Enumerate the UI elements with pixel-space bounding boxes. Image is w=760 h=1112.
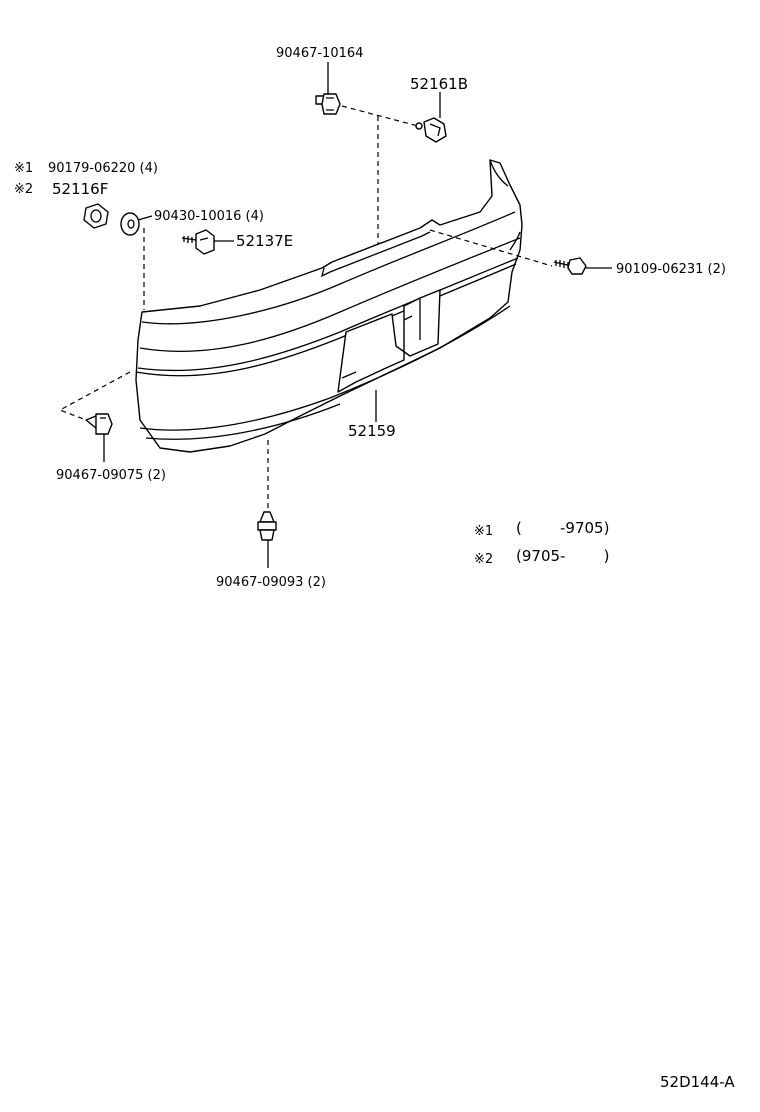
label-bracket-top: 52161B	[410, 75, 468, 93]
note-mark-2-b: ※2	[474, 552, 493, 567]
note-mark-1-a: ※1	[14, 161, 33, 176]
clip-left-icon	[85, 413, 113, 435]
bolt-icon	[553, 257, 587, 275]
label-clip-top: 90467-10164	[276, 46, 363, 61]
bumper-rib-4	[135, 263, 517, 377]
bumper-cover	[135, 159, 523, 453]
label-retainer: 52137E	[236, 232, 293, 250]
bracket-top-icon	[415, 117, 447, 143]
bumper-rib-5	[139, 305, 511, 431]
diagram-code: 52D144-A	[660, 1073, 735, 1091]
leader-lines	[58, 62, 612, 568]
label-bumper-cover: 52159	[348, 422, 396, 440]
note-mark-1-b: ※1	[474, 524, 493, 539]
label-clip-left: 90467-09075 (2)	[56, 468, 166, 483]
retainer-icon	[181, 229, 215, 255]
bumper-top-flange	[321, 231, 431, 278]
bumper-rib-2	[139, 237, 521, 353]
clip-bottom-icon	[257, 511, 277, 541]
bumper-rib-6	[145, 403, 341, 440]
clip-top-icon	[315, 93, 341, 115]
recess-detail	[341, 298, 421, 379]
label-washer: 90430-10016 (4)	[154, 209, 264, 224]
bumper-rib-3	[137, 257, 519, 372]
label-bolt-right: 90109-06231 (2)	[616, 262, 726, 277]
bumper-end-curl	[489, 159, 521, 251]
label-nut-note2: 52116F	[52, 180, 108, 198]
washer-icon	[120, 212, 140, 236]
label-clip-bottom: 90467-09093 (2)	[216, 575, 326, 590]
bumper-rib-1	[141, 211, 516, 325]
note2-range: (9705- )	[516, 547, 609, 565]
label-nut-note1: 90179-06220 (4)	[48, 161, 158, 176]
note-mark-2-a: ※2	[14, 182, 33, 197]
nut-icon	[83, 203, 109, 229]
bumper-outline	[135, 159, 523, 453]
note1-range: ( -9705)	[516, 519, 609, 537]
